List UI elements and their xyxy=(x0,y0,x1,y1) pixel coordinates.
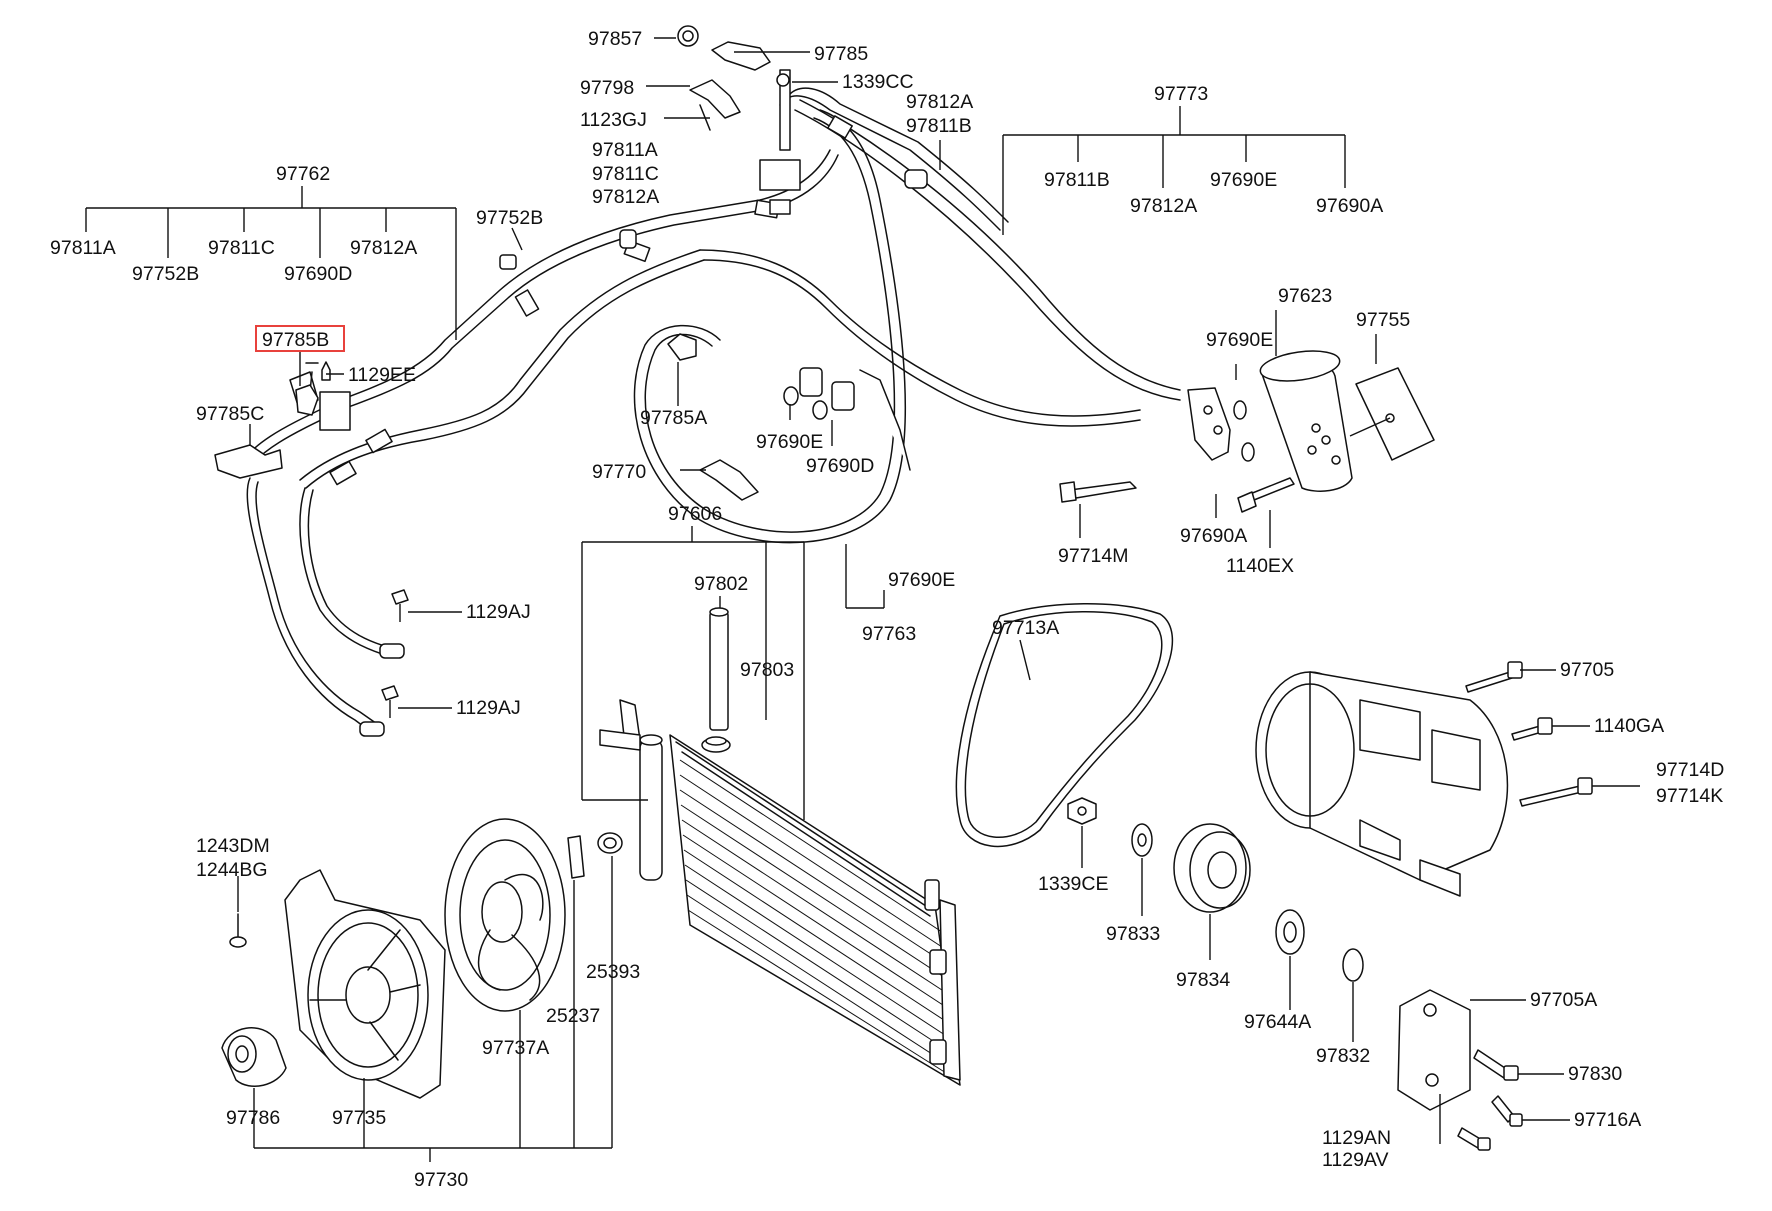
part-label-97690e-m[interactable]: 97690E xyxy=(756,431,823,453)
part-label-1339ce[interactable]: 1339CE xyxy=(1038,873,1108,895)
part-label-97832[interactable]: 97832 xyxy=(1316,1045,1370,1067)
part-label-97690d-l[interactable]: 97690D xyxy=(284,263,352,285)
part-label-97606[interactable]: 97606 xyxy=(668,503,722,525)
part-label-97812a-l[interactable]: 97812A xyxy=(350,237,417,259)
leader-lines xyxy=(85,37,1640,1162)
part-label-97770[interactable]: 97770 xyxy=(592,461,646,483)
part-label-97705[interactable]: 97705 xyxy=(1560,659,1614,681)
highlight-box-97785b xyxy=(255,325,345,352)
part-label-97714m[interactable]: 97714M xyxy=(1058,545,1128,567)
part-label-97714k[interactable]: 97714K xyxy=(1656,785,1723,807)
part-label-97705a[interactable]: 97705A xyxy=(1530,989,1597,1011)
part-label-97785c[interactable]: 97785C xyxy=(196,403,264,425)
part-label-97830[interactable]: 97830 xyxy=(1568,1063,1622,1085)
part-label-97812a-r[interactable]: 97812A xyxy=(1130,195,1197,217)
part-label-97730[interactable]: 97730 xyxy=(414,1169,468,1191)
part-label-97713a[interactable]: 97713A xyxy=(992,617,1059,639)
compressor-bracket xyxy=(1397,989,1523,1151)
part-label-25393[interactable]: 25393 xyxy=(586,961,640,983)
part-label-1140ex[interactable]: 1140EX xyxy=(1226,555,1294,577)
part-label-97812a-top[interactable]: 97812A xyxy=(906,91,973,113)
part-label-1243dm[interactable]: 1243DM xyxy=(196,835,270,857)
part-label-97752b-m[interactable]: 97752B xyxy=(476,207,543,229)
part-label-97811b-r[interactable]: 97811B xyxy=(1044,169,1110,191)
part-label-97690e-rc[interactable]: 97690E xyxy=(1206,329,1273,351)
bracket-97785b xyxy=(295,361,331,416)
top-clips xyxy=(677,25,801,215)
part-label-97785[interactable]: 97785 xyxy=(814,43,868,65)
part-label-97798[interactable]: 97798 xyxy=(580,77,634,99)
drive-belt xyxy=(955,603,1174,848)
part-label-97811c-l[interactable]: 97811C xyxy=(208,237,275,259)
part-label-97785a[interactable]: 97785A xyxy=(640,407,707,429)
small-bolts xyxy=(381,589,409,718)
part-label-25237[interactable]: 25237 xyxy=(546,1005,600,1027)
part-label-1129ee[interactable]: 1129EE xyxy=(348,364,416,386)
part-label-97811a-l[interactable]: 97811A xyxy=(50,237,116,259)
fan-assembly xyxy=(221,818,566,1099)
part-label-97735[interactable]: 97735 xyxy=(332,1107,386,1129)
part-label-97803[interactable]: 97803 xyxy=(740,659,794,681)
part-label-97690a-r[interactable]: 97690A xyxy=(1316,195,1383,217)
receiver-drier xyxy=(1059,350,1435,513)
part-label-1123gj[interactable]: 1123GJ xyxy=(580,109,647,131)
part-label-1129aj-a[interactable]: 1129AJ xyxy=(466,601,531,623)
part-label-97737a[interactable]: 97737A xyxy=(482,1037,549,1059)
part-label-97755[interactable]: 97755 xyxy=(1356,309,1410,331)
part-label-1129av[interactable]: 1129AV xyxy=(1322,1149,1389,1171)
part-label-97857[interactable]: 97857 xyxy=(588,28,642,50)
expansion-valve-block xyxy=(783,367,911,471)
part-label-97762[interactable]: 97762 xyxy=(276,163,330,185)
part-label-97785b[interactable]: 97785B xyxy=(262,329,329,351)
part-label-97752b-l[interactable]: 97752B xyxy=(132,263,199,285)
part-label-97690e-r[interactable]: 97690E xyxy=(1210,169,1277,191)
compressor xyxy=(1255,661,1593,897)
part-label-97811c-c[interactable]: 97811C xyxy=(592,163,659,185)
part-label-97690a-rc[interactable]: 97690A xyxy=(1180,525,1247,547)
part-label-97714d[interactable]: 97714D xyxy=(1656,759,1724,781)
part-label-97811a-c[interactable]: 97811A xyxy=(592,139,658,161)
part-label-97833[interactable]: 97833 xyxy=(1106,923,1160,945)
part-label-97690d-m[interactable]: 97690D xyxy=(806,455,874,477)
part-label-1244bg[interactable]: 1244BG xyxy=(196,859,268,881)
condenser xyxy=(567,607,961,1086)
part-label-97812a-c[interactable]: 97812A xyxy=(592,186,659,208)
part-label-1339cc[interactable]: 1339CC xyxy=(842,71,914,93)
part-labels: 97857 97785 97798 1339CC 1123GJ 97812A 9… xyxy=(50,28,1724,1191)
part-label-1129an[interactable]: 1129AN xyxy=(1322,1127,1391,1149)
part-label-97690e-b[interactable]: 97690E xyxy=(888,569,955,591)
part-label-97811b-top[interactable]: 97811B xyxy=(906,115,972,137)
part-label-97773[interactable]: 97773 xyxy=(1154,83,1208,105)
pipe-assembly xyxy=(237,87,1181,737)
left-brackets xyxy=(214,229,759,501)
part-label-97786[interactable]: 97786 xyxy=(226,1107,280,1129)
part-label-1129aj-b[interactable]: 1129AJ xyxy=(456,697,521,719)
part-label-97623[interactable]: 97623 xyxy=(1278,285,1332,307)
clutch-parts xyxy=(1067,797,1364,982)
part-label-1140ga[interactable]: 1140GA xyxy=(1594,715,1664,737)
part-label-97834[interactable]: 97834 xyxy=(1176,969,1230,991)
part-label-97644a[interactable]: 97644A xyxy=(1244,1011,1311,1033)
part-label-97716a[interactable]: 97716A xyxy=(1574,1109,1641,1131)
part-label-97763[interactable]: 97763 xyxy=(862,623,916,645)
part-label-97802[interactable]: 97802 xyxy=(694,573,748,595)
